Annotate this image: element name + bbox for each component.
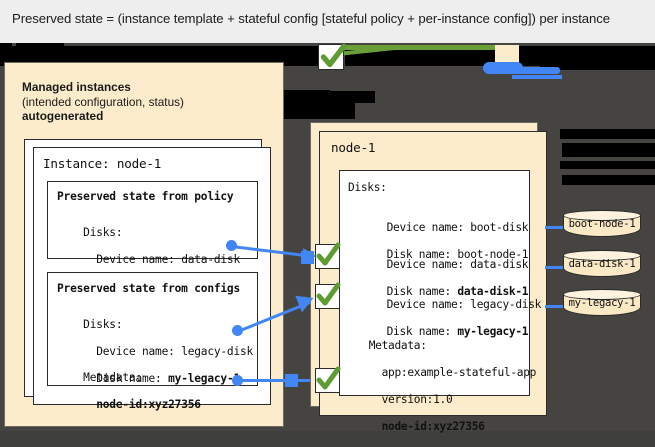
node-metadata-app: app:example-stateful-app (368, 366, 537, 380)
redaction-bar (330, 96, 350, 104)
redaction-bar (540, 61, 655, 70)
disk-connector-boot (545, 226, 563, 229)
data-disk-check-badge (315, 244, 340, 269)
disk-connector-data (545, 266, 563, 269)
panel-title-line3: autogenerated (22, 109, 104, 124)
green-annotation-line (336, 45, 504, 50)
node-metadata-version: version:1.0 (368, 393, 453, 407)
policy-box-title: Preserved state from policy (57, 190, 234, 203)
redaction-bar (562, 175, 655, 185)
node-metadata-nodeid: node-id:xyz27356 (368, 419, 485, 433)
node-disks-heading: Disks: (348, 181, 387, 194)
disk-top (563, 289, 641, 300)
legacy-disk-check-badge (315, 284, 340, 309)
configs-disks-heading: Disks: (83, 318, 123, 332)
connector-arrowhead (285, 374, 298, 387)
blue-arrow-fragment (485, 67, 560, 74)
redaction-bar (0, 46, 320, 66)
disk-label: boot-node-1 (568, 218, 636, 230)
configs-metadata-block: Metadata: node-id:xyz27356 (57, 358, 201, 425)
status-check-badge (318, 44, 344, 70)
node-details-box (339, 170, 530, 396)
disk-data-disk-1: data-disk-1 (563, 250, 641, 280)
connector-dot (232, 375, 243, 386)
instance-label: Instance: node-1 (43, 156, 162, 171)
diagram-stage: Preserved state = (instance template + s… (0, 0, 655, 433)
blue-arrow-fragment (512, 75, 562, 79)
data-disk-name-value: data-disk-1 (457, 285, 529, 299)
policy-device-name: Device name: data-disk (83, 253, 241, 267)
configs-box-title: Preserved state from configs (57, 282, 240, 295)
redaction-bar (562, 143, 655, 157)
node-metadata-heading: Metadata: (368, 339, 427, 353)
redaction-bar (0, 43, 12, 53)
beige-tile (495, 45, 519, 67)
connector-dot (226, 240, 237, 251)
configs-disk-name-value: my-legacy-1 (168, 372, 241, 386)
legacy-disk-name-prefix: Disk name: (373, 325, 458, 339)
node-data-disk-block: Device name: data-disk Disk name: data-d… (348, 245, 529, 312)
disk-connector-legacy (545, 305, 563, 308)
data-disk-name-prefix: Disk name: (373, 285, 458, 299)
caption-text: Preserved state = (instance template + s… (12, 11, 610, 26)
legacy-disk-name-value: my-legacy-1 (457, 325, 529, 339)
configs-device-name: Device name: legacy-disk (83, 345, 254, 359)
connector-arrowhead (303, 248, 316, 264)
disk-body (563, 255, 641, 277)
node-label: node-1 (331, 140, 376, 155)
configs-metadata-heading: Metadata: (83, 371, 142, 385)
data-device-name: Device name: data-disk (373, 258, 529, 272)
disk-my-legacy-1: my-legacy-1 (563, 289, 641, 319)
panel-title-line1: Managed instances (22, 80, 131, 94)
disk-top (563, 210, 641, 221)
legacy-device-name: Device name: legacy-disk (373, 298, 542, 312)
redaction-bar (560, 161, 655, 169)
preserved-state-configs-box (47, 272, 258, 386)
preserved-state-policy-box (47, 181, 258, 259)
policy-disks-heading: Disks: (83, 226, 123, 240)
node-legacy-disk-block: Device name: legacy-disk Disk name: my-l… (348, 285, 542, 352)
caption-band: Preserved state = (instance template + s… (0, 0, 655, 44)
node-boot-disk-block: Device name: boot-disk Disk name: boot-n… (348, 208, 529, 275)
configs-disk-name-prefix: Disk name: (83, 372, 169, 386)
redaction-bar (16, 43, 64, 49)
disk-label: my-legacy-1 (568, 297, 636, 309)
disk-body (563, 215, 641, 237)
boot-disk-name: Disk name: boot-node-1 (373, 248, 529, 262)
disk-label: data-disk-1 (568, 258, 636, 270)
disk-body (563, 294, 641, 316)
configs-box-body: Disks: Device name: legacy-disk Disk nam… (57, 305, 253, 399)
redaction-bar (560, 129, 655, 139)
disk-boot-node-1: boot-node-1 (563, 210, 641, 240)
metadata-check-badge (315, 368, 340, 393)
panel-title-line2: (intended configuration, status) (22, 94, 184, 109)
blue-arrow-fragment (483, 62, 523, 74)
connector-line (238, 379, 310, 382)
node-metadata-block: Metadata: app:example-stateful-app versi… (343, 326, 537, 447)
configs-metadata-nodeid: node-id:xyz27356 (83, 398, 201, 412)
disk-top (563, 250, 641, 261)
managed-instances-title: Managed instances (intended configuratio… (22, 80, 272, 124)
boot-device-name: Device name: boot-disk (373, 221, 529, 235)
